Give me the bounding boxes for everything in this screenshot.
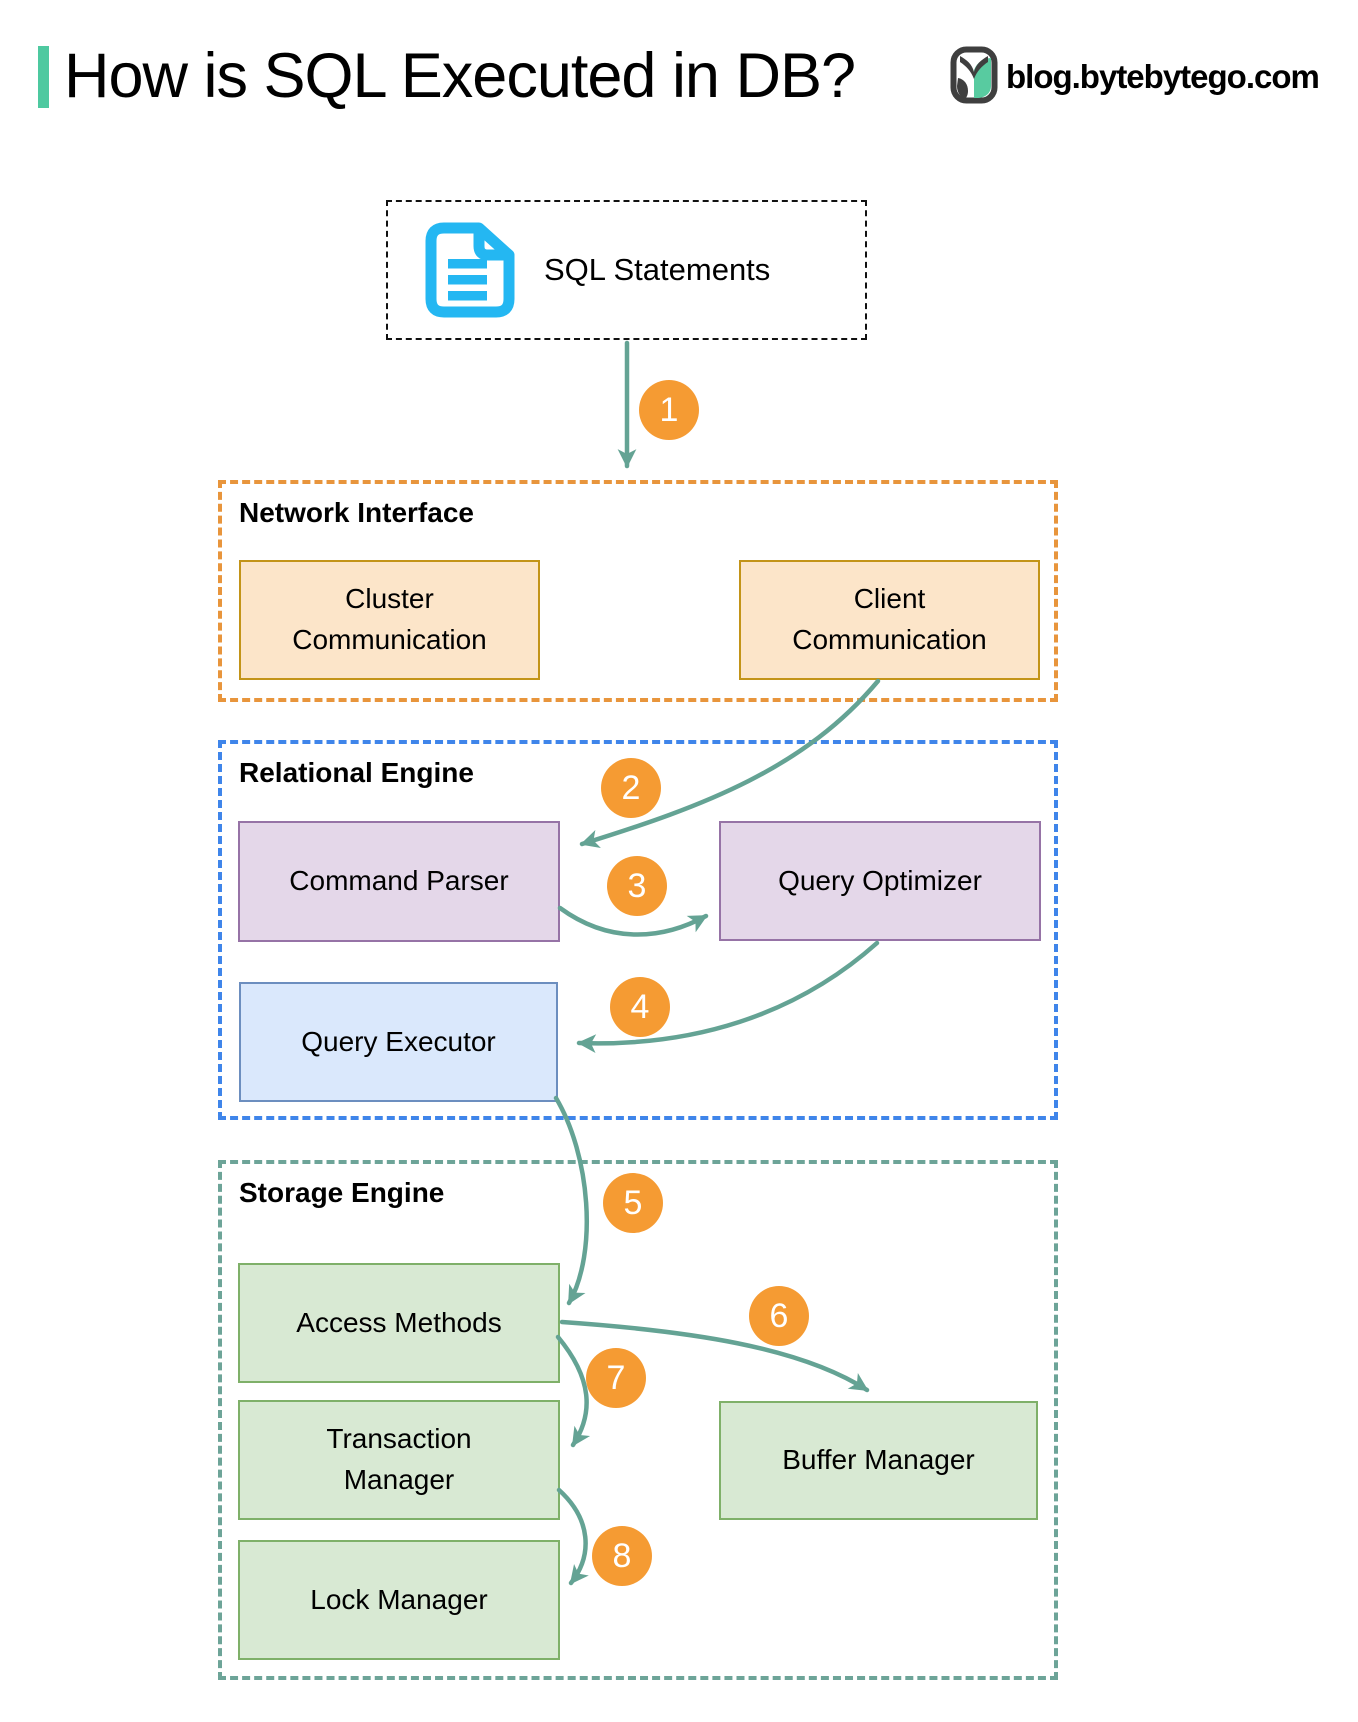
storage-engine-label: Storage Engine [239,1177,445,1208]
query-optimizer-label: Query Optimizer [778,864,982,896]
document-icon [425,222,515,318]
node-client-communication: Client Communication [739,560,1040,680]
lock-manager-label: Lock Manager [310,1583,488,1615]
node-buffer-manager: Buffer Manager [719,1401,1038,1520]
bytebytego-logo [950,46,998,109]
step-badge-6: 6 [749,1286,809,1346]
site-label: blog.bytebytego.com [1006,58,1320,95]
step-badge-1: 1 [639,380,699,440]
title-accent-bar [38,46,49,108]
buffer-manager-label: Buffer Manager [782,1444,975,1476]
transaction-manager-label: Transaction Manager [326,1423,472,1495]
step-badge-4: 4 [610,977,670,1037]
page-title: How is SQL Executed in DB? [64,41,856,111]
node-lock-manager: Lock Manager [238,1540,560,1660]
command-parser-label: Command Parser [289,865,509,897]
network-interface-label: Network Interface [239,497,474,528]
bytebytego-logo-icon [950,46,998,104]
node-transaction-manager: Transaction Manager [238,1400,560,1520]
node-query-executor: Query Executor [239,982,558,1102]
step-badge-3: 3 [607,856,667,916]
node-command-parser: Command Parser [238,821,560,942]
query-executor-label: Query Executor [301,1025,496,1057]
sql-statements-box: SQL Statements [386,200,867,340]
cluster-communication-label: Cluster Communication [292,583,487,655]
step-badge-2: 2 [601,758,661,818]
sql-statements-label: SQL Statements [544,252,771,287]
step-badge-7: 7 [586,1348,646,1408]
node-access-methods: Access Methods [238,1263,560,1383]
container-storage-engine: Storage Engine [218,1160,1058,1680]
node-cluster-communication: Cluster Communication [239,560,540,680]
client-communication-label: Client Communication [792,583,987,655]
node-query-optimizer: Query Optimizer [719,821,1041,941]
step-badge-8: 8 [592,1526,652,1586]
access-methods-label: Access Methods [296,1306,502,1338]
relational-engine-label: Relational Engine [239,757,474,788]
step-badge-5: 5 [603,1173,663,1233]
